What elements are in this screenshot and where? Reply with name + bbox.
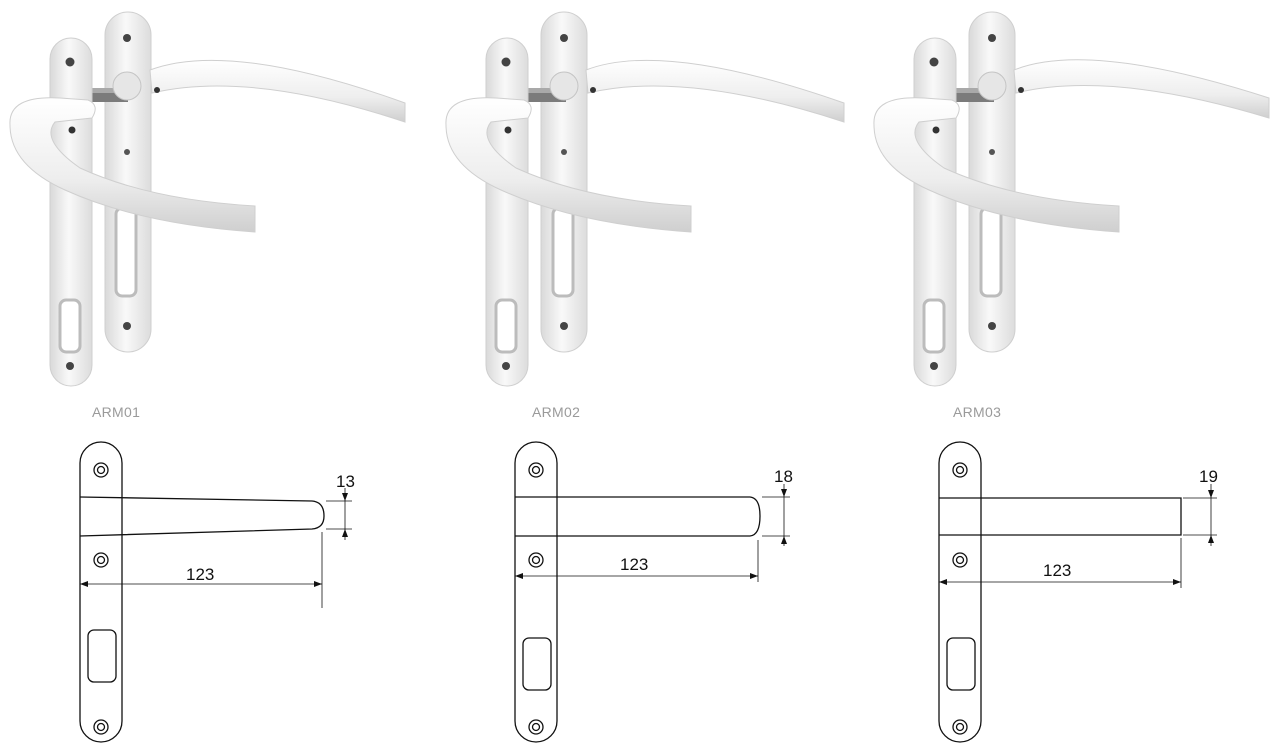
- handle-photo: [9, 11, 406, 387]
- product-card-arm03: ARM03 19 123: [849, 0, 1273, 746]
- product-card-arm01: ARM01 13 123: [0, 0, 424, 746]
- height-dimension: 19: [1199, 467, 1218, 486]
- height-dimension: 13: [336, 472, 355, 491]
- product-card-arm02: ARM02 18 123: [424, 0, 848, 746]
- product-code: ARM01: [92, 404, 141, 420]
- technical-drawing: 19 123: [938, 441, 1218, 743]
- technical-drawing: 13 123: [79, 441, 355, 743]
- technical-drawing: 18 123: [514, 441, 793, 743]
- product-code: ARM03: [953, 404, 1002, 420]
- length-dimension: 123: [186, 565, 214, 584]
- length-dimension: 123: [1043, 561, 1071, 580]
- handle-photo: [445, 11, 845, 387]
- product-code: ARM02: [532, 404, 581, 420]
- height-dimension: 18: [774, 467, 793, 486]
- handle-photo: [873, 11, 1270, 387]
- length-dimension: 123: [620, 555, 648, 574]
